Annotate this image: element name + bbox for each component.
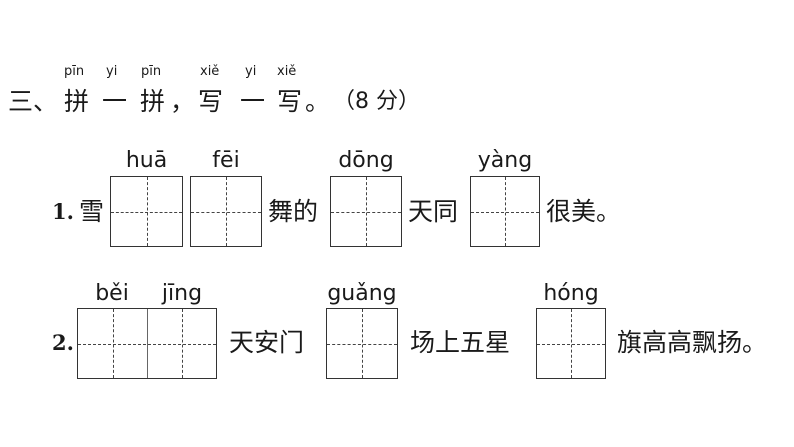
pinyin-label: guǎng [327, 281, 397, 306]
char-xie-1: 写 [198, 87, 224, 116]
writing-box[interactable] [190, 176, 262, 247]
guide-line [112, 309, 114, 378]
char-xie-2: 写 [277, 87, 303, 116]
char-pin-2: 拼 [140, 87, 166, 116]
question-text: 场上五星 [410, 328, 511, 357]
pinyin-label: běi [95, 281, 129, 306]
guide-line [362, 309, 363, 378]
question-text: 天安门 [229, 328, 305, 357]
writing-box[interactable] [326, 308, 398, 379]
section-number: 三、 [8, 87, 59, 116]
cell-divider [147, 309, 148, 378]
char-pin-1: 拼 [64, 87, 90, 116]
question-text: 旗高高飘扬。 [617, 328, 768, 357]
writing-box-double[interactable] [77, 308, 217, 379]
pinyin-label: huā [125, 148, 168, 173]
char-period: 。 [305, 87, 331, 116]
question-number: 2. [52, 330, 74, 355]
guide-line [226, 177, 227, 246]
writing-box[interactable] [536, 308, 606, 379]
pinyin-label: fēi [212, 148, 240, 173]
guide-line [571, 309, 572, 378]
guide-line [366, 177, 367, 246]
pinyin-label: hóng [543, 281, 599, 306]
question-text: 雪 [79, 197, 105, 226]
pinyin-label: yàng [477, 148, 533, 173]
guide-line [146, 177, 148, 246]
char-comma: ， [170, 87, 196, 116]
writing-box[interactable] [110, 176, 183, 247]
pinyin-xie-1: xiě [200, 64, 220, 79]
pinyin-yi-2: yi [245, 64, 257, 79]
char-yi-1: 一 [102, 87, 128, 116]
writing-box[interactable] [470, 176, 540, 247]
pinyin-yi-1: yi [106, 64, 118, 79]
guide-line [181, 309, 183, 378]
question-text: 天同 [408, 197, 459, 226]
pinyin-label: jīng [161, 281, 203, 306]
score-label: （8 分） [333, 89, 420, 114]
pinyin-pin-1: pīn [64, 64, 85, 79]
question-number: 1. [52, 199, 74, 224]
question-text: 很美。 [546, 197, 622, 226]
writing-box[interactable] [330, 176, 402, 247]
pinyin-xie-2: xiě [277, 64, 297, 79]
guide-line [505, 177, 506, 246]
pinyin-pin-2: pīn [141, 64, 162, 79]
char-yi-2: 一 [240, 87, 266, 116]
pinyin-label: dōng [338, 148, 394, 173]
question-text: 舞的 [268, 197, 319, 226]
